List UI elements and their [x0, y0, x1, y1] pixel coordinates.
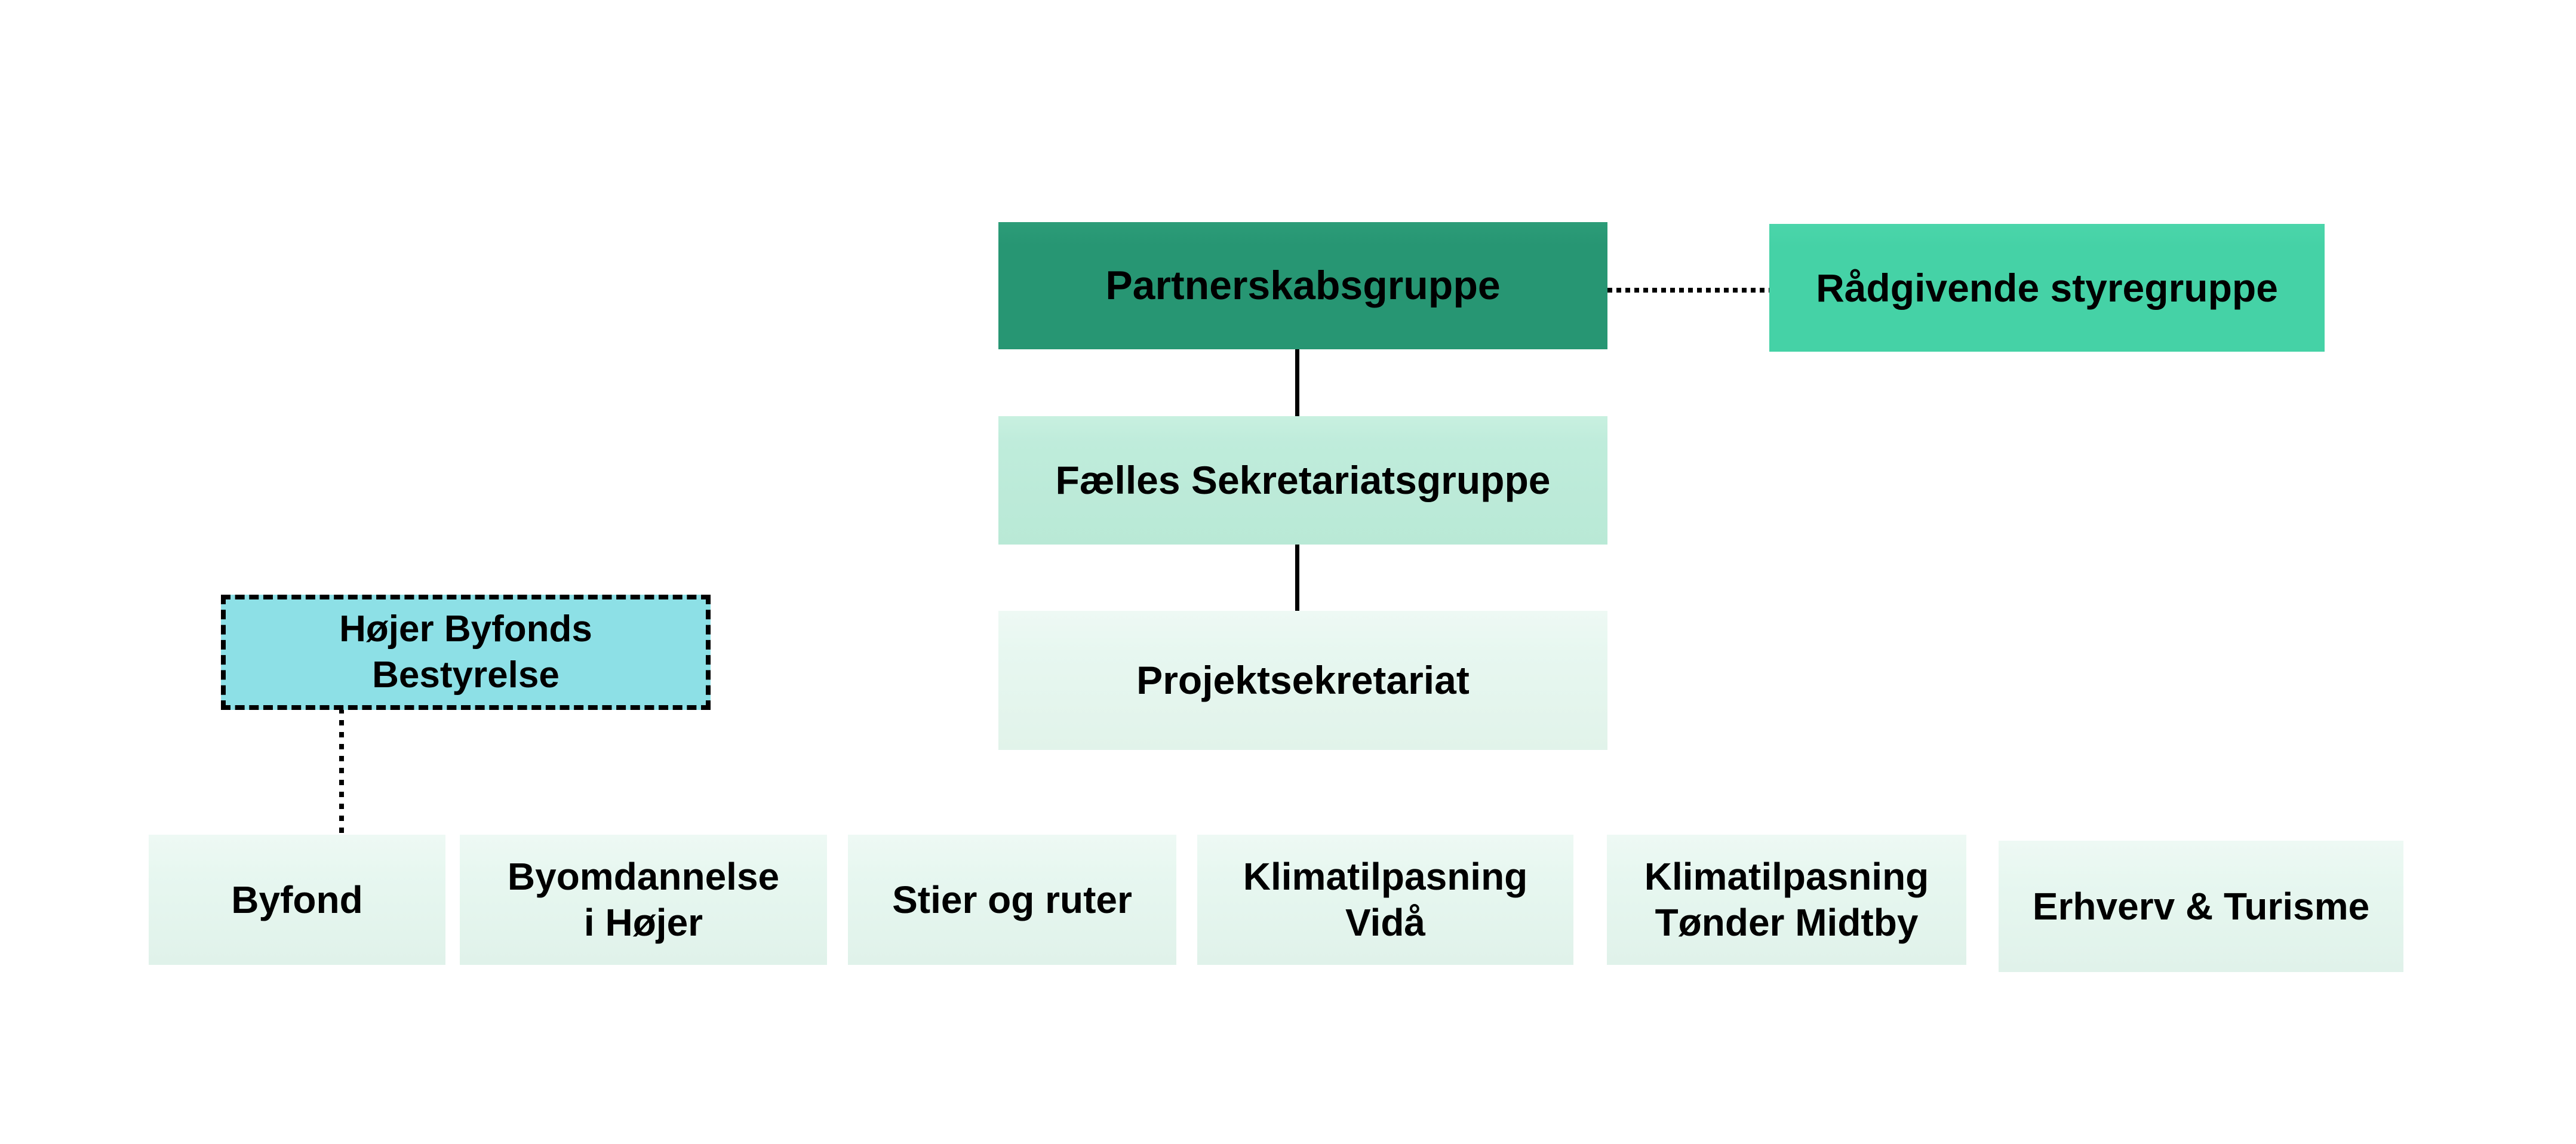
node-label-line1: Klimatilpasning [1243, 855, 1528, 899]
node-label: Partnerskabsgruppe [1105, 263, 1501, 309]
node-klimatilpasning-toender-midtby: Klimatilpasning Tønder Midtby [1607, 835, 1966, 965]
node-label: Rådgivende styregruppe [1816, 265, 2278, 310]
node-label: Byfond [231, 878, 363, 921]
node-label: Stier og ruter [892, 878, 1132, 921]
node-label: Projektsekretariat [1136, 658, 1470, 703]
node-raadgivende-styregruppe: Rådgivende styregruppe [1769, 224, 2325, 352]
node-hoejer-byfonds-bestyrelse: Højer Byfonds Bestyrelse [221, 595, 711, 710]
node-partnerskabsgruppe: Partnerskabsgruppe [998, 222, 1607, 349]
node-projektsekretariat: Projektsekretariat [998, 611, 1607, 750]
node-label-line2: Vidå [1345, 901, 1425, 944]
connector-partnerskabsgruppe-faelles-solid [1295, 348, 1299, 417]
node-label-line2: Tønder Midtby [1655, 901, 1919, 944]
node-label: Erhverv & Turisme [2032, 884, 2370, 928]
connector-hoejer-byfond-dotted [339, 708, 344, 835]
node-label: Fælles Sekretariatsgruppe [1055, 458, 1551, 503]
node-label-line2: Bestyrelse [372, 654, 560, 696]
connector-partnerskabsgruppe-raadgivende-dotted [1607, 288, 1769, 293]
node-label-line1: Klimatilpasning [1644, 855, 1929, 899]
node-stier-og-ruter: Stier og ruter [848, 835, 1176, 965]
node-label-line1: Højer Byfonds [339, 608, 592, 650]
node-erhverv-turisme: Erhverv & Turisme [1999, 841, 2403, 972]
node-faelles-sekretariatsgruppe: Fælles Sekretariatsgruppe [998, 416, 1607, 545]
node-byomdannelse-i-hoejer: Byomdannelse i Højer [460, 835, 827, 965]
node-label-line1: Byomdannelse [507, 855, 780, 899]
node-label-line2: i Højer [583, 901, 703, 944]
connector-faelles-projektsekretariat-solid [1295, 543, 1299, 612]
node-byfond: Byfond [149, 835, 445, 965]
node-klimatilpasning-vidaa: Klimatilpasning Vidå [1197, 835, 1573, 965]
